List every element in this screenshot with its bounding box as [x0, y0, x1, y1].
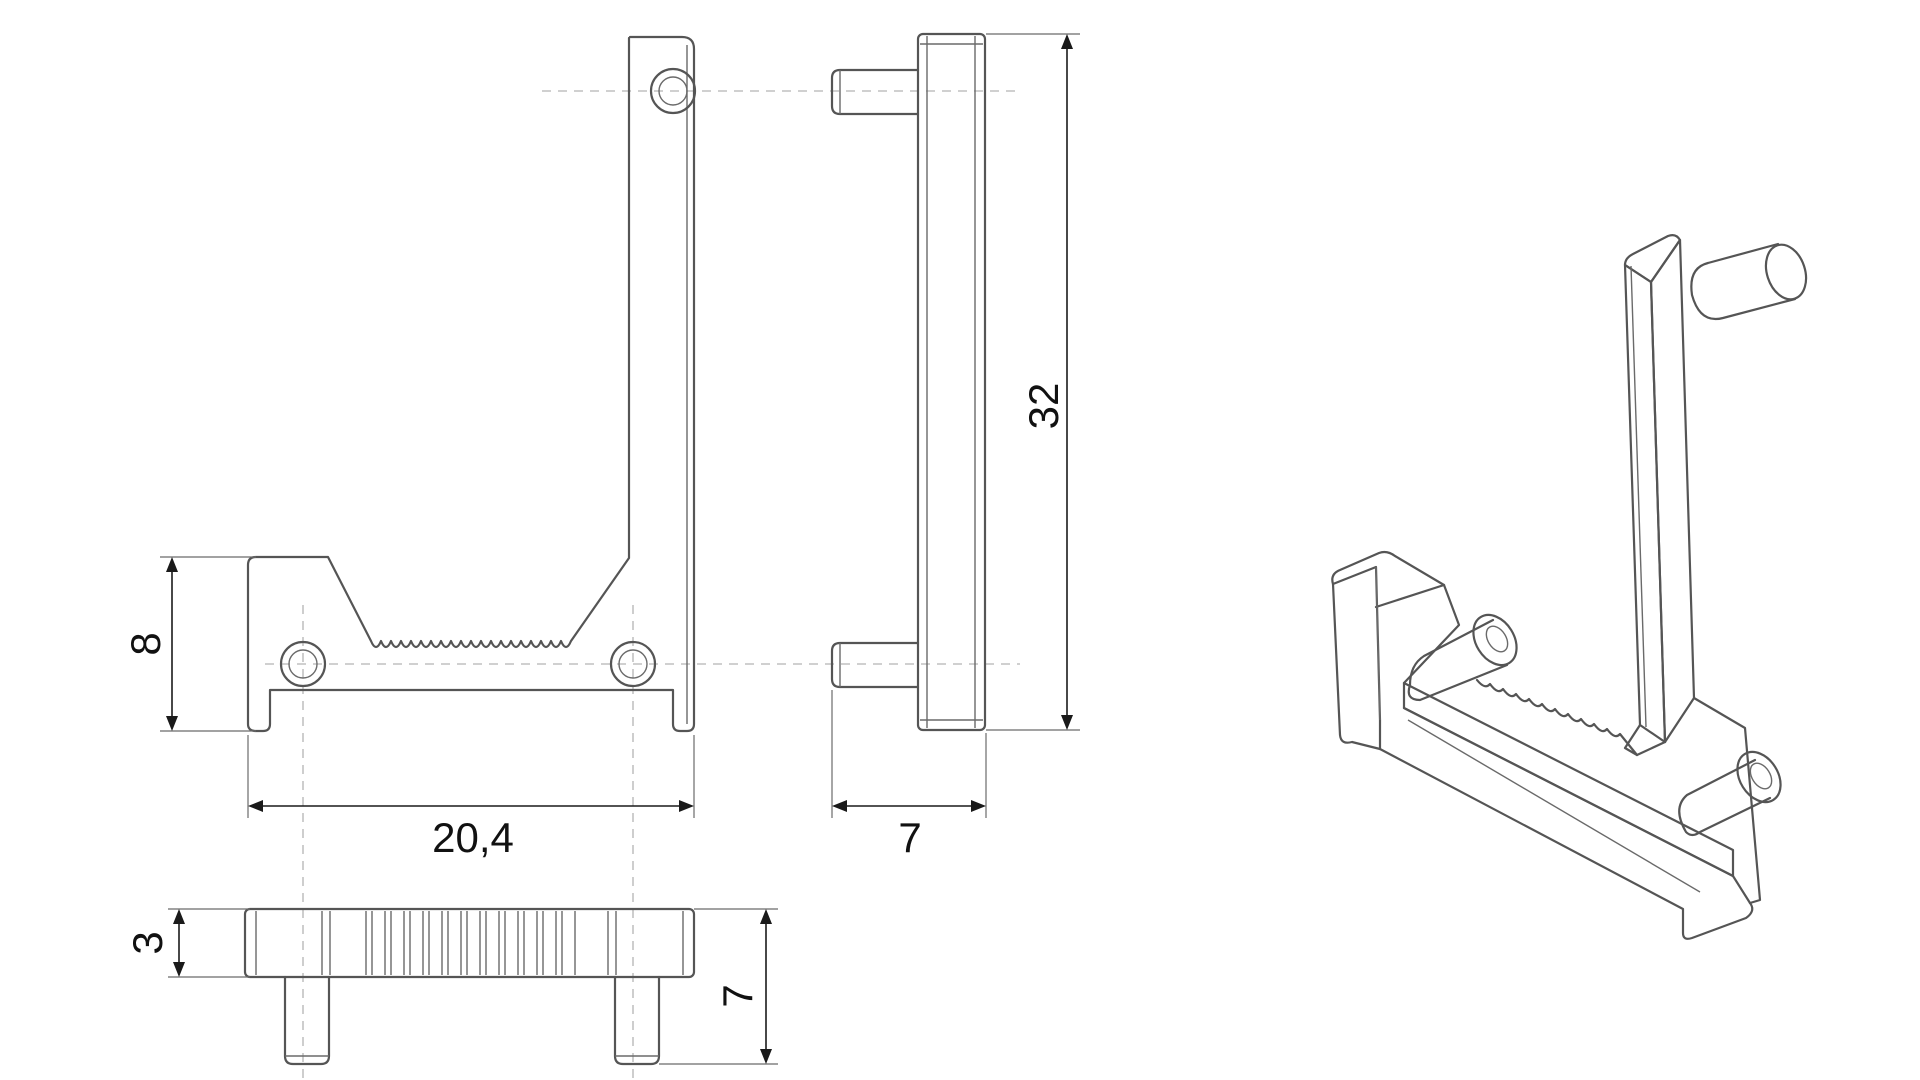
- side-view-bottom-pin: [830, 641, 920, 689]
- dim-7-bottom-arrow-top: [760, 909, 772, 924]
- dim-8-arrow-top: [166, 557, 178, 572]
- dimensions: 8 20,4 32 7 3 7: [122, 33, 1080, 1065]
- side-view-body: [916, 32, 987, 732]
- left-mounting-hole-inner: [288, 649, 318, 679]
- iso-serrated-edge: [1475, 678, 1639, 757]
- iso-left-pin: [1407, 618, 1509, 702]
- iso-left-block-front: [1331, 565, 1382, 751]
- dim-32-arrow-top: [1061, 34, 1073, 49]
- iso-left-block-top: [1331, 550, 1446, 609]
- right-mounting-hole-inner: [618, 649, 648, 679]
- top-mounting-hole-inner: [658, 76, 688, 106]
- iso-right-pin-end: [1736, 750, 1782, 804]
- dim-front-height-label: 8: [122, 632, 169, 655]
- iso-left-pin-hole: [1485, 625, 1509, 653]
- bottom-view: [243, 907, 696, 1066]
- iso-arm-tooth-end: [1623, 723, 1667, 757]
- dim-3-arrow-bottom: [173, 962, 185, 977]
- dim-32-arrow-bottom: [1061, 715, 1073, 730]
- iso-arm-front-face: [1649, 238, 1696, 744]
- dim-8-arrow-bottom: [166, 716, 178, 731]
- dim-20-4-arrow-right: [679, 800, 694, 812]
- iso-base-edge: [1407, 719, 1701, 893]
- iso-arm-edge: [1630, 265, 1647, 728]
- front-view-outline: [246, 35, 696, 733]
- dim-front-width-label: 20,4: [432, 814, 514, 861]
- bottom-view-serrations: [365, 911, 576, 975]
- dim-side-height-label: 32: [1020, 383, 1067, 430]
- iso-left-block-edge: [1375, 566, 1381, 721]
- iso-arm-left-face: [1623, 263, 1667, 744]
- bottom-view-left-pin: [283, 975, 331, 1066]
- iso-base-front-face: [1378, 706, 1754, 940]
- iso-top-pin-end: [1764, 243, 1808, 301]
- iso-base-right-hook: [1692, 696, 1762, 905]
- iso-right-pin-hole: [1749, 762, 1773, 790]
- iso-left-pin-end: [1472, 613, 1518, 667]
- centerlines: [265, 90, 1020, 1080]
- dim-20-4-arrow-left: [248, 800, 263, 812]
- dim-side-depth-label: 7: [898, 814, 921, 861]
- top-mounting-hole: [649, 67, 697, 115]
- dim-7-bottom-arrow-bottom: [760, 1049, 772, 1064]
- iso-top-pin: [1690, 242, 1797, 321]
- iso-arm-top-face: [1623, 234, 1682, 284]
- dim-3-arrow-top: [173, 909, 185, 924]
- dim-7-side-arrow-right: [971, 800, 986, 812]
- iso-left-block-slope: [1402, 583, 1461, 685]
- dim-bottom-thickness-label: 3: [124, 931, 171, 954]
- isometric-view: [1331, 234, 1808, 940]
- side-view: [830, 32, 987, 732]
- right-mounting-hole: [609, 640, 657, 688]
- dim-7-side-arrow-left: [832, 800, 847, 812]
- side-view-top-pin: [830, 68, 920, 116]
- bottom-view-right-pin: [613, 975, 661, 1066]
- dim-bottom-depth-label: 7: [714, 984, 761, 1007]
- bottom-view-body: [243, 907, 696, 979]
- front-view: [246, 35, 697, 733]
- left-mounting-hole: [279, 640, 327, 688]
- iso-right-pin: [1678, 758, 1772, 837]
